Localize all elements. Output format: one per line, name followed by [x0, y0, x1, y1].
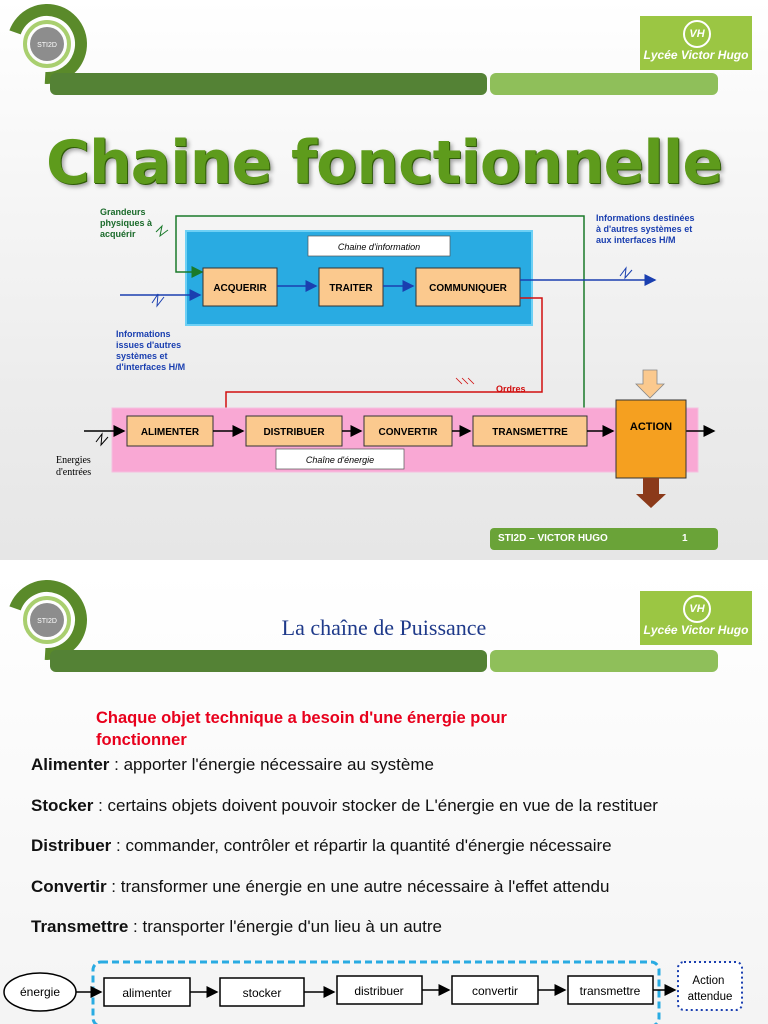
svg-text:stocker: stocker: [243, 986, 282, 1000]
svg-text:DISTRIBUER: DISTRIBUER: [263, 427, 325, 438]
header-bar-light: [490, 73, 718, 95]
badge-label: STI2D: [37, 42, 57, 49]
info-chain-label-box: [307, 235, 451, 257]
action-output-arrow: [636, 478, 666, 508]
header-bar-dark: [50, 73, 487, 95]
page-number: 1: [682, 533, 688, 544]
flow-alimenter: [103, 977, 191, 1007]
action-input-arrow: [635, 369, 665, 399]
page-title: Chaine fonctionnelle: [45, 128, 723, 198]
lycee-name: Lycée Victor Hugo: [643, 48, 749, 62]
flow-distribuer: [336, 975, 423, 1005]
svg-text:TRAITER: TRAITER: [329, 283, 373, 294]
info-chain-label: Chaine d'information: [338, 242, 420, 252]
intro-text: Chaque objet technique a besoin d'une én…: [96, 709, 507, 749]
definition-stocker: Stocker : certains objets doivent pouvoi…: [31, 796, 658, 815]
slide-chaine-puissance: STI2D La chaîne de Puissance VH Lycée Vi…: [0, 571, 768, 1024]
svg-text:ACQUERIR: ACQUERIR: [213, 283, 267, 294]
svg-text:alimenter: alimenter: [122, 986, 171, 1000]
definition-alimenter: Alimenter : apporter l'énergie nécessair…: [31, 755, 434, 774]
svg-text:distribuer: distribuer: [354, 984, 403, 998]
power-chain-flow-diagram: énergie alimenter stocker distribuer con…: [3, 960, 743, 1024]
functional-chain-diagram: Chaine d'information Grandeurs physiques…: [56, 207, 716, 508]
slide-chaine-fonctionnelle: STI2D VH Lycée Victor Hugo Chaine foncti…: [0, 0, 768, 560]
badge-label: STI2D: [37, 618, 57, 625]
svg-text:énergie: énergie: [20, 985, 60, 999]
page-title: La chaîne de Puissance: [281, 615, 487, 640]
sti2d-badge-logo: STI2D: [6, 580, 87, 660]
svg-text:transmettre: transmettre: [580, 984, 641, 998]
flow-transmettre: [567, 975, 654, 1005]
grandeurs-label: Grandeurs physiques à acquérir: [100, 207, 155, 239]
lycee-victor-hugo-logo: VH Lycée Victor Hugo: [640, 591, 752, 645]
action-attendue-label: Action attendue: [688, 975, 733, 1003]
block-alimenter: [126, 415, 214, 447]
definition-convertir: Convertir : transformer une énergie en u…: [31, 877, 610, 896]
power-chain-dashed-frame: [91, 960, 661, 1024]
footer-text: STI2D – VICTOR HUGO: [498, 533, 608, 544]
ordres-label: Ordres: [496, 384, 526, 394]
definition-distribuer: Distribuer : commander, contrôler et rép…: [31, 836, 612, 855]
info-out-label: Informations destinées à d'autres systèm…: [596, 213, 697, 245]
svg-text:convertir: convertir: [472, 984, 518, 998]
header-bar-light: [490, 650, 718, 672]
svg-text:TRANSMETTRE: TRANSMETTRE: [492, 427, 568, 438]
block-traiter: [318, 267, 384, 307]
flow-action-attendue: [677, 961, 743, 1011]
block-communiquer: [415, 267, 521, 307]
block-action: [615, 399, 687, 479]
lycee-victor-hugo-logo: VH Lycée Victor Hugo: [640, 16, 752, 70]
energy-chain-label-box: [275, 448, 405, 470]
vh-logo-icon: VH: [683, 20, 711, 48]
slide-gap: [0, 560, 768, 571]
block-convertir: [363, 415, 453, 447]
energy-chain-label: Chaîne d'énergie: [306, 455, 374, 465]
svg-text:ACTION: ACTION: [630, 421, 672, 433]
svg-text:ALIMENTER: ALIMENTER: [141, 427, 200, 438]
lycee-name: Lycée Victor Hugo: [643, 623, 749, 637]
sti2d-badge-logo: STI2D: [6, 4, 87, 84]
info-in-label: Informations issues d'autres systèmes et…: [116, 329, 185, 372]
slide-footer: STI2D – VICTOR HUGO 1: [490, 528, 718, 550]
flow-stocker: [219, 977, 305, 1007]
header-bar-dark: [50, 650, 487, 672]
definition-transmettre: Transmettre : transporter l'énergie d'un…: [31, 917, 442, 936]
block-acquerir: [202, 267, 278, 307]
svg-text:CONVERTIR: CONVERTIR: [379, 427, 439, 438]
svg-text:COMMUNIQUER: COMMUNIQUER: [429, 283, 508, 294]
block-transmettre: [472, 415, 588, 447]
energies-label: Energies d'entrées: [56, 455, 93, 478]
vh-logo-icon: VH: [683, 595, 711, 623]
